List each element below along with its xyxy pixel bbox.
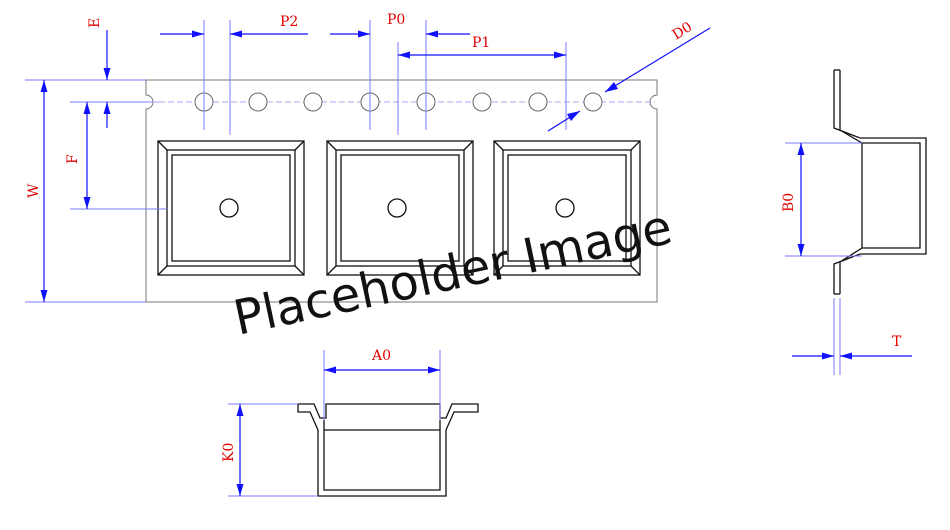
label-f: F xyxy=(65,154,81,164)
label-k0: K0 xyxy=(221,443,237,462)
cross-section-outer xyxy=(297,403,479,497)
extension-lines-top xyxy=(203,20,567,135)
dimension-w: W xyxy=(26,80,48,302)
pocket-hole xyxy=(555,198,575,218)
dimension-f: F xyxy=(65,102,91,209)
sprocket-hole xyxy=(528,92,548,112)
cross-section-view: A0 K0 xyxy=(221,348,479,497)
tape-top-view xyxy=(145,79,658,303)
label-w: W xyxy=(26,183,42,198)
pocket-1 xyxy=(157,140,305,276)
cross-section-inner xyxy=(323,420,441,491)
sprocket-hole xyxy=(303,92,323,112)
extension-lines-left xyxy=(25,79,167,303)
pocket-hole xyxy=(387,198,407,218)
dimension-d0: D0 xyxy=(547,19,711,132)
label-p1: P1 xyxy=(472,35,490,51)
side-profile-outer xyxy=(833,70,927,294)
sprocket-hole xyxy=(248,92,268,112)
dimension-e: E xyxy=(87,18,111,128)
label-t: T xyxy=(892,334,902,350)
tape-outline xyxy=(145,79,658,303)
label-a0: A0 xyxy=(371,348,391,364)
pocket-3 xyxy=(493,140,641,276)
pocket-hole xyxy=(219,198,239,218)
label-p0: P0 xyxy=(387,12,405,28)
pocket-2 xyxy=(326,140,474,276)
side-profile-inner xyxy=(839,70,921,294)
placeholder-watermark: Placeholder Image xyxy=(229,199,677,347)
dimension-p0: P0 xyxy=(330,12,470,38)
sprocket-hole xyxy=(583,92,603,112)
label-p2: P2 xyxy=(280,14,298,30)
label-e: E xyxy=(87,18,103,28)
dimension-p2: P2 xyxy=(160,14,308,38)
sprocket-hole xyxy=(472,92,492,112)
label-b0: B0 xyxy=(781,193,797,212)
side-view: B0 T xyxy=(781,69,927,375)
dimension-p1: P1 xyxy=(398,35,566,59)
